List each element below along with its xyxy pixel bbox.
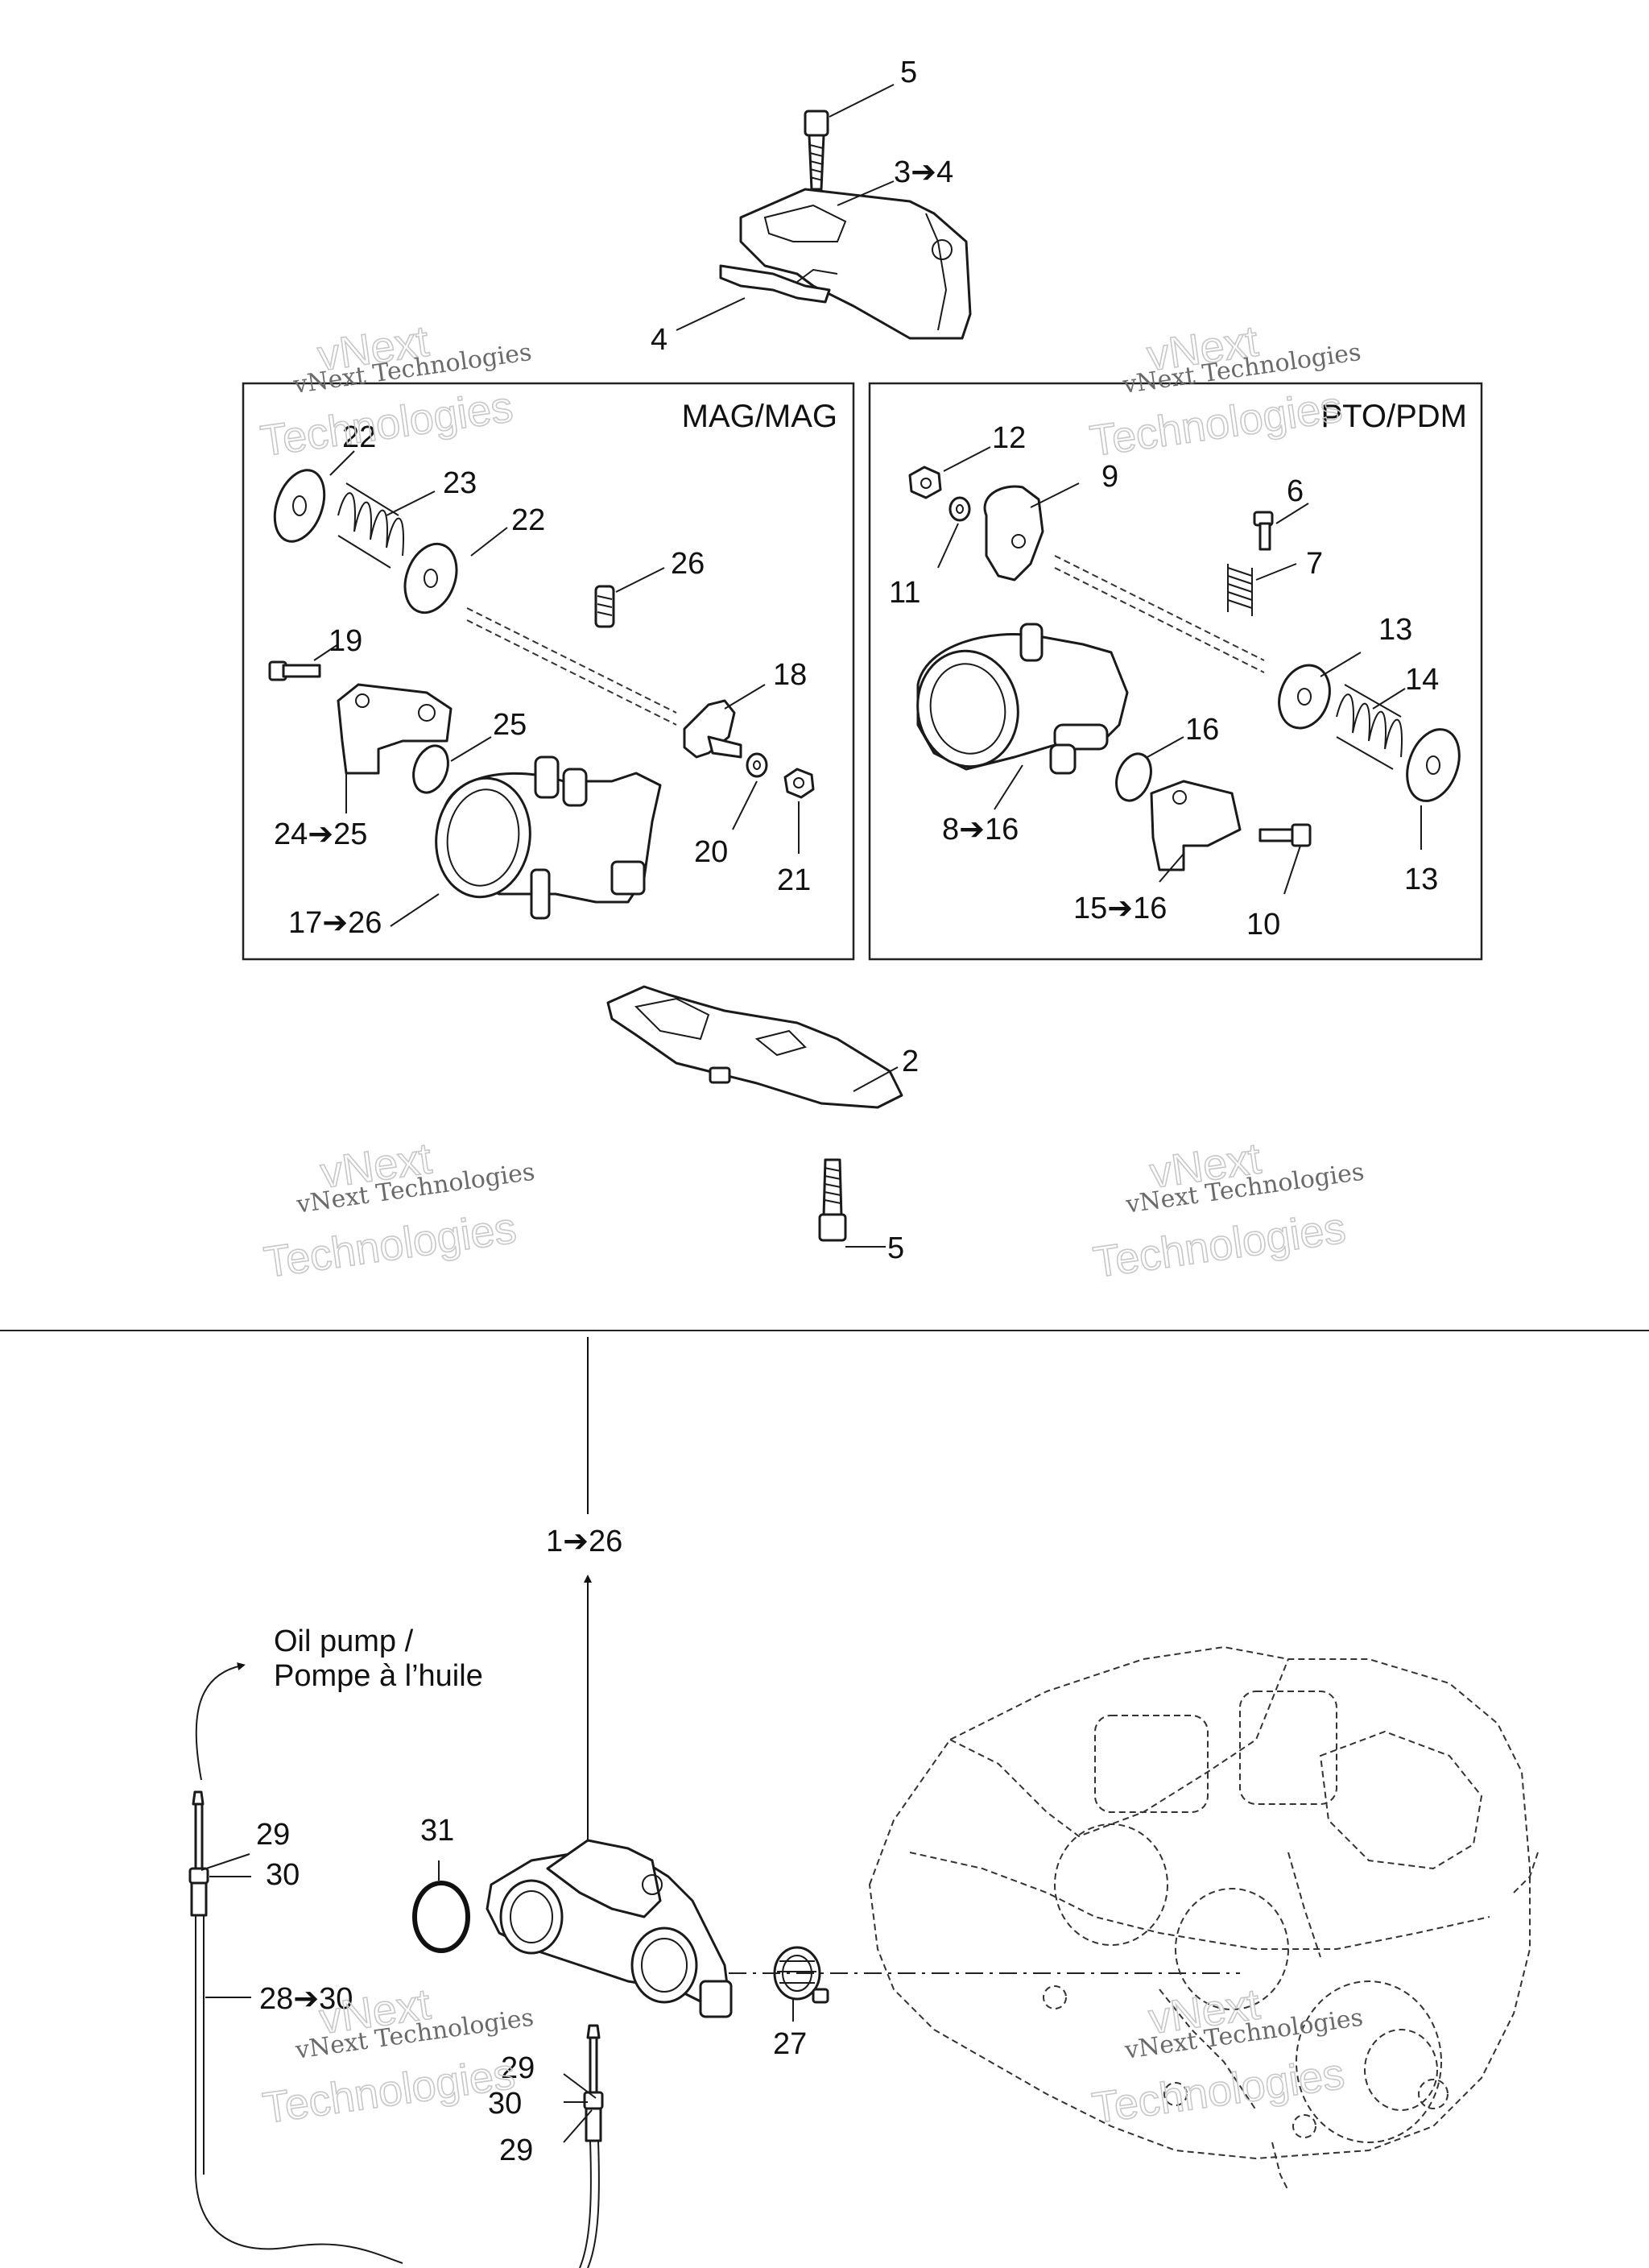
callout-mag-lever: 18 <box>773 658 807 692</box>
pto-washer-bottom <box>1406 728 1461 802</box>
callout-lower-screw: 5 <box>887 1231 904 1265</box>
callout-pto-lever: 9 <box>1101 460 1118 494</box>
mag-section-box <box>242 382 855 961</box>
lower-bracket <box>606 985 903 1109</box>
throttle-cable <box>579 2024 604 2268</box>
callout-cable-nut-b: 30 <box>488 2087 522 2121</box>
pto-section-box <box>868 382 1483 961</box>
callout-mag-body: 17➔26 <box>288 906 382 940</box>
leader-lines <box>200 84 1422 2143</box>
hose-clamp <box>773 1946 829 2004</box>
throttle-body-assembly <box>486 1839 733 2018</box>
pto-spring-small <box>1227 564 1253 616</box>
engine-outline <box>868 1645 1539 2191</box>
callout-pto-screw: 6 <box>1287 474 1304 508</box>
callout-top-plate: 4 <box>651 323 667 357</box>
oil-pump-cable <box>188 1790 403 2264</box>
pto-lever <box>983 485 1044 581</box>
callout-mag-bolt: 19 <box>329 624 362 658</box>
callout-cable-nut-top: 30 <box>266 1858 300 1892</box>
callout-pto-washer-top: 13 <box>1378 613 1412 647</box>
mag-sensor <box>337 683 453 775</box>
mag-washer-mid <box>403 542 458 615</box>
callout-pto-bolt: 10 <box>1246 908 1280 942</box>
callout-top-screw: 5 <box>900 56 917 89</box>
mag-spring <box>337 482 404 569</box>
mag-bolt <box>268 660 321 681</box>
callout-mag-washer-mid: 22 <box>511 503 545 537</box>
pto-oring <box>1115 752 1152 802</box>
pto-spring <box>1336 684 1403 770</box>
callout-mag-sensor: 24➔25 <box>274 817 367 851</box>
mag-lever <box>683 699 742 759</box>
callout-cable: 28➔30 <box>259 1982 353 2016</box>
mag-washer-top <box>273 469 326 543</box>
callout-pto-nut: 12 <box>992 421 1026 455</box>
pto-section-title: PTO/PDM <box>1320 399 1467 434</box>
pto-sensor <box>1150 780 1242 871</box>
callout-cable-end-c: 29 <box>499 2133 533 2167</box>
pto-nut <box>908 466 942 499</box>
callout-mag-washer-small: 20 <box>694 835 728 869</box>
large-oring <box>412 1881 470 1953</box>
watermark-3: vNext Technologies vNext Technologies <box>260 1134 536 1288</box>
callout-cable-end-top: 29 <box>256 1818 290 1852</box>
callout-pto-oring: 16 <box>1185 713 1219 747</box>
pto-screw <box>1253 511 1274 551</box>
callout-mag-nut: 21 <box>777 863 811 897</box>
top-bracket <box>719 188 972 340</box>
oil-pump-label-line1: Oil pump / <box>274 1624 414 1658</box>
callout-pto-spring: 14 <box>1405 663 1439 697</box>
pto-washer-top <box>1278 664 1331 730</box>
callout-pto-sensor: 15➔16 <box>1073 892 1167 925</box>
mag-throttle-body <box>435 755 662 920</box>
callout-pto-washer-bottom: 13 <box>1404 863 1438 896</box>
mag-screw <box>594 585 615 628</box>
callout-pto-washer-small: 11 <box>889 576 920 610</box>
mag-washer-small <box>746 752 768 778</box>
callout-mag-screw: 26 <box>671 547 705 581</box>
callout-large-oring: 31 <box>420 1814 454 1848</box>
top-screw <box>804 110 829 191</box>
callout-mag-oring: 25 <box>493 708 527 742</box>
pto-shaft <box>1054 555 1265 673</box>
mag-shaft <box>466 607 677 726</box>
callout-assembly: 1➔26 <box>546 1525 622 1558</box>
oil-pump-arrow <box>195 1662 246 1781</box>
pto-throttle-body <box>916 623 1129 775</box>
callout-clamp: 27 <box>773 2027 807 2061</box>
callout-cable-end-a: 29 <box>501 2051 535 2085</box>
callout-mag-spring: 23 <box>443 466 477 500</box>
callout-lower-bracket: 2 <box>902 1045 919 1078</box>
watermark-6: vNext Technologies vNext Technologies <box>1089 1980 1365 2133</box>
pto-washer-small <box>948 496 971 522</box>
callout-top-bracket: 3➔4 <box>894 155 953 189</box>
mag-oring <box>412 744 449 794</box>
mag-section-title: MAG/MAG <box>682 399 837 434</box>
oil-pump-label-line2: Pompe à l’huile <box>274 1659 483 1693</box>
callout-mag-washer-top: 22 <box>342 420 376 454</box>
watermark-4: vNext Technologies vNext Technologies <box>1089 1134 1366 1288</box>
callout-pto-body: 8➔16 <box>942 813 1019 846</box>
callout-pto-spring-small: 7 <box>1306 547 1323 581</box>
pto-bolt <box>1258 823 1312 847</box>
lower-screw <box>818 1158 847 1242</box>
mag-nut <box>783 768 815 799</box>
